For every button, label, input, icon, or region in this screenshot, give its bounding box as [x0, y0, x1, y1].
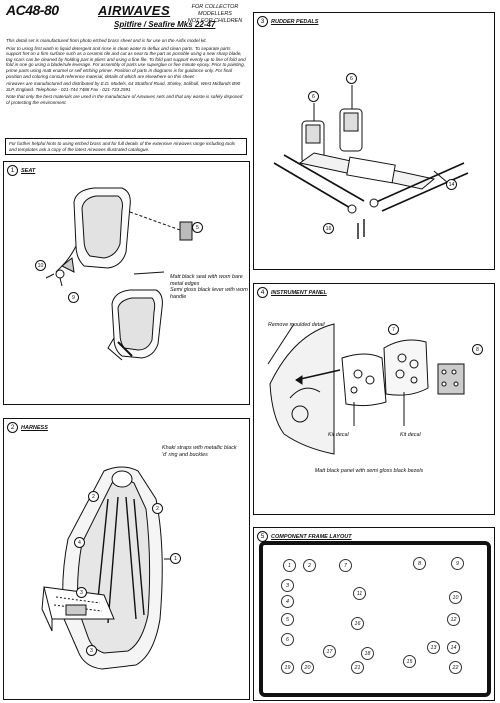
part-marker: 9 [451, 557, 464, 570]
part-marker: 18 [361, 647, 374, 660]
part-marker: 21 [351, 661, 364, 674]
panel-instrument: 4 INSTRUMENT PANEL Remove moulded detail… [253, 283, 495, 515]
part-marker: 7 [339, 559, 352, 572]
instrument-caption: Matt black panel with semi gloss black b… [314, 468, 424, 474]
step-title: RUDDER PEDALS [271, 18, 319, 25]
harness-caption: Khaki straps with metallic black 'd' rin… [162, 445, 237, 458]
step-number: 4 [257, 287, 268, 298]
part-marker: 2 [303, 559, 316, 572]
intro-paragraph-2: Prior to using first wash in liquid dete… [6, 45, 246, 79]
part-marker: 12 [447, 613, 460, 626]
intro-paragraph-4: Note that only the best materials are us… [6, 94, 243, 105]
step-number: 3 [257, 16, 268, 27]
part-marker: 11 [353, 587, 366, 600]
tagline-line-1: FOR COLLECTOR MODELLERS [191, 4, 239, 17]
part-marker: 14 [447, 641, 460, 654]
kit-subtitle: Spitfire / Seafire Mks 22-47 [114, 20, 216, 29]
part-marker: 13 [427, 641, 440, 654]
part-callout: 2 [152, 503, 163, 514]
part-callout: 6 [308, 91, 319, 102]
part-callout: 6 [346, 73, 357, 84]
harness-drawing [41, 466, 180, 670]
part-callout: 8 [472, 344, 483, 355]
part-marker: 22 [449, 661, 462, 674]
part-callout: 3 [86, 645, 97, 656]
catalogue-note: For further helpful hints to using etche… [5, 138, 247, 156]
part-callout: 3 [76, 587, 87, 598]
part-marker: 3 [281, 579, 294, 592]
part-callout: 7 [388, 324, 399, 335]
panel-harness: 2 HARNESS 2 2 4 1 3 3 Khaki straps with … [3, 418, 250, 700]
intro-paragraph-1: This detail set is manufactured from pho… [6, 38, 207, 43]
step-title: HARNESS [21, 424, 48, 431]
panel-rudder-pedals: 3 RUDDER PEDALS 6 6 14 16 [253, 12, 495, 270]
remove-detail-label: Remove moulded detail [268, 322, 325, 328]
part-callout: 4 [74, 537, 85, 548]
part-callout: 14 [446, 179, 457, 190]
step-number: 2 [7, 422, 18, 433]
step-title: SEAT [21, 167, 36, 174]
part-marker: 8 [413, 557, 426, 570]
part-callout: 9 [68, 292, 79, 303]
seat-header: 1 SEAT [7, 165, 35, 176]
tagline-line-2: NOT FOR CHILDREN [187, 18, 243, 24]
kit-code: AC48-80 [6, 2, 59, 18]
rudder-pedals-drawing [273, 85, 469, 239]
part-marker: 5 [281, 613, 294, 626]
instrument-panel-drawing [267, 323, 465, 455]
kit-decal-label-1: Kit decal [328, 432, 349, 438]
part-marker: 15 [403, 655, 416, 668]
part-marker: 6 [281, 633, 294, 646]
seat-caption-2: Semi gloss black lever with worn handle [170, 287, 248, 300]
rudder-pedals-header: 3 RUDDER PEDALS [257, 16, 318, 27]
step-title: INSTRUMENT PANEL [271, 289, 327, 296]
intro-paragraph-3: Airwaves are manufactured and distribute… [6, 81, 241, 92]
part-callout: 5 [192, 222, 203, 233]
step-number: 1 [7, 165, 18, 176]
instrument-panel-header: 4 INSTRUMENT PANEL [257, 287, 327, 298]
part-marker: 19 [281, 661, 294, 674]
kit-decal-label-2: Kit decal [400, 432, 421, 438]
part-callout: 16 [323, 223, 334, 234]
part-marker: 10 [449, 591, 462, 604]
part-callout: 10 [35, 260, 46, 271]
part-callout: 1 [170, 553, 181, 564]
part-callout: 2 [88, 491, 99, 502]
component-frame: 1 2 7 8 9 3 11 10 4 5 16 12 6 17 18 13 1… [259, 541, 491, 697]
part-marker: 4 [281, 595, 294, 608]
seat-caption-1: Matt black seat with worn bare metal edg… [170, 274, 243, 287]
part-marker: 1 [283, 559, 296, 572]
part-marker: 17 [323, 645, 336, 658]
brand-name: AIRWAVES [98, 3, 171, 18]
panel-seat: 1 SEAT 5 10 9 Matt black seat with worn … [3, 161, 250, 405]
seat-drawing [45, 187, 193, 361]
part-marker: 16 [351, 617, 364, 630]
part-marker: 20 [301, 661, 314, 674]
seat-caption: Matt black seat with worn bare metal edg… [170, 274, 250, 300]
instructions-text: This detail set is manufactured from pho… [6, 38, 246, 108]
step-title: COMPONENT FRAME LAYOUT [271, 533, 352, 540]
harness-header: 2 HARNESS [7, 422, 48, 433]
tagline: FOR COLLECTOR MODELLERS NOT FOR CHILDREN [176, 4, 254, 25]
